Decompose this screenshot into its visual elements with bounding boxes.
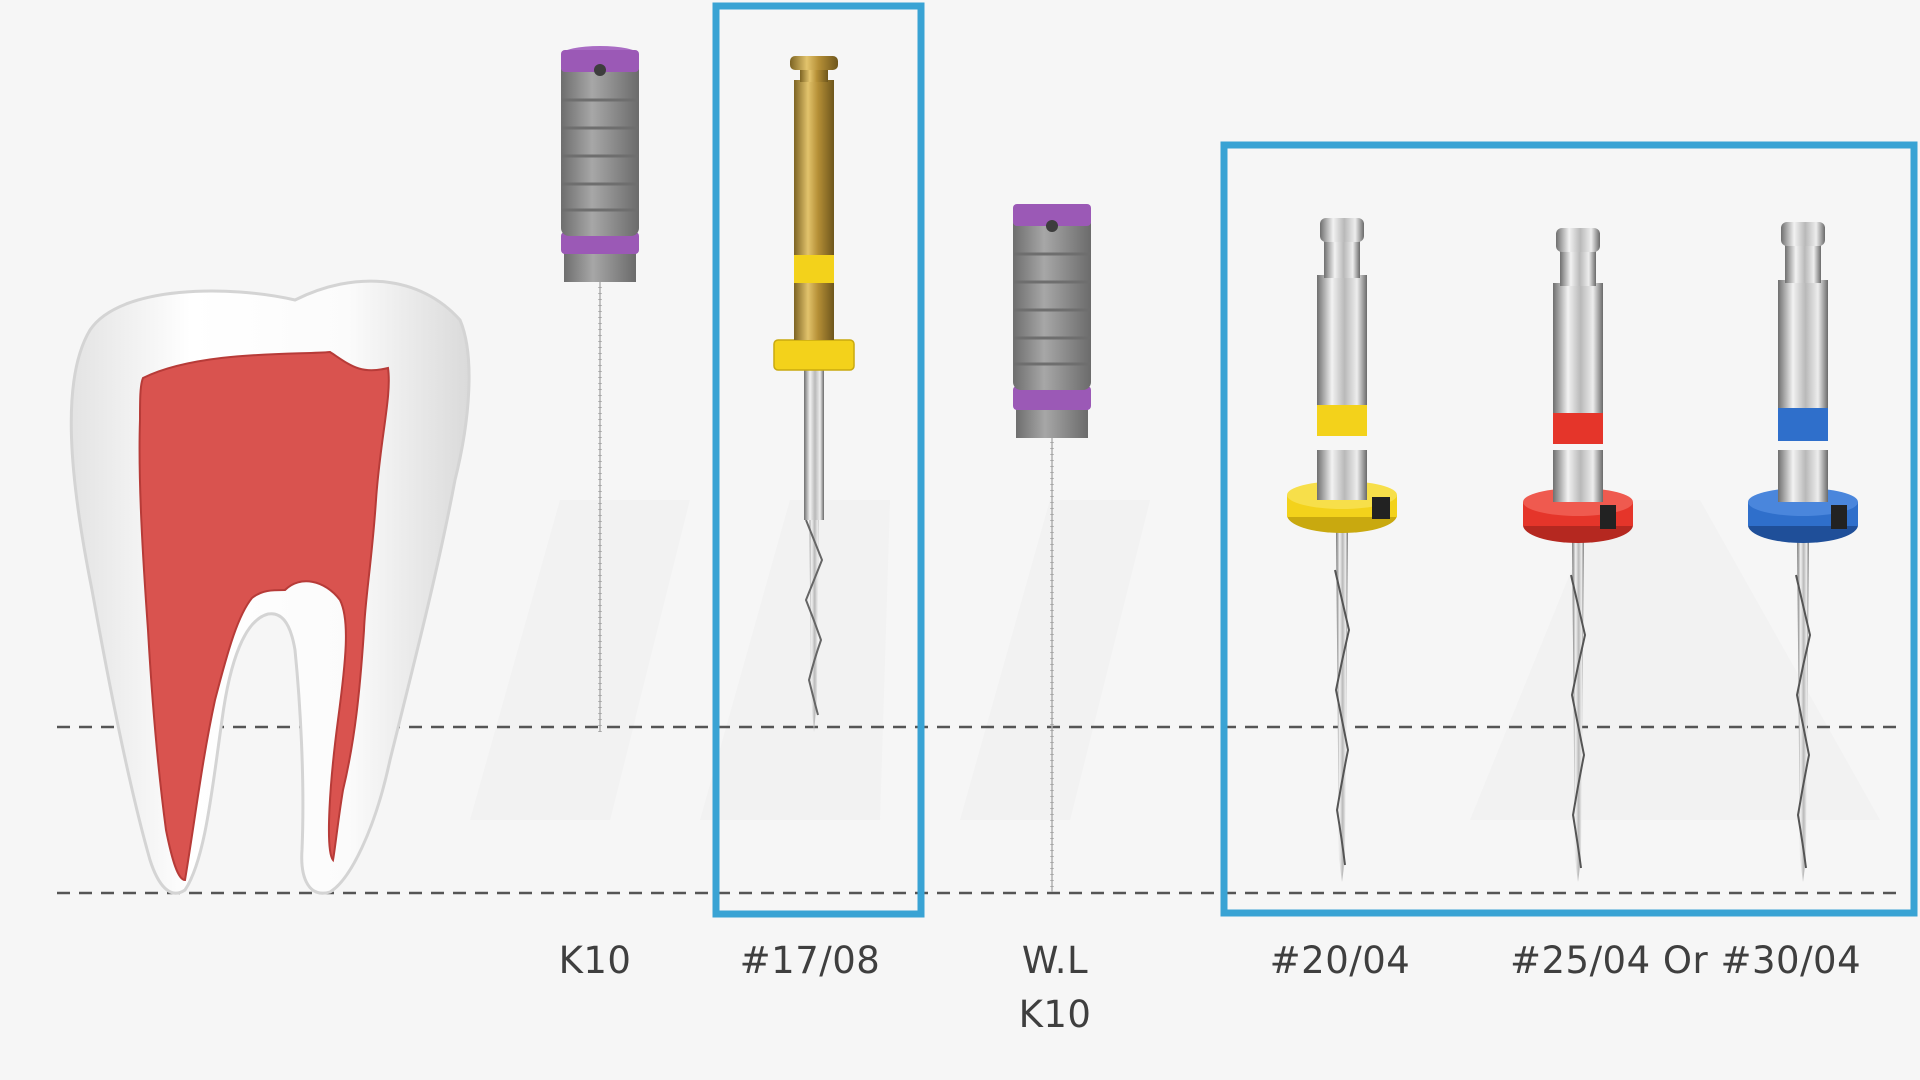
rotary-file-gold-icon — [773, 56, 855, 732]
rotary-file-blue-icon — [1748, 222, 1858, 882]
highlight-box-single — [712, 2, 925, 918]
label-k10: K10 — [558, 939, 632, 982]
tooth-cross-section-icon — [69, 279, 471, 895]
label-wl-k10: K10 — [1018, 993, 1092, 1036]
label-25-or-30: #25/04 Or #30/04 — [1510, 939, 1862, 982]
label-20-04: #20/04 — [1269, 939, 1411, 982]
watermark-logo — [470, 500, 1880, 820]
hand-k-file-wl-icon — [1013, 204, 1091, 892]
label-wl: W.L — [1021, 939, 1089, 982]
rotary-file-yellow-icon — [1287, 218, 1397, 882]
pulp-chamber — [138, 350, 390, 882]
hand-k-file-icon — [561, 46, 639, 732]
label-17-08: #17/08 — [739, 939, 881, 982]
rotary-file-red-icon — [1523, 228, 1633, 882]
highlight-box-group — [1220, 141, 1918, 917]
